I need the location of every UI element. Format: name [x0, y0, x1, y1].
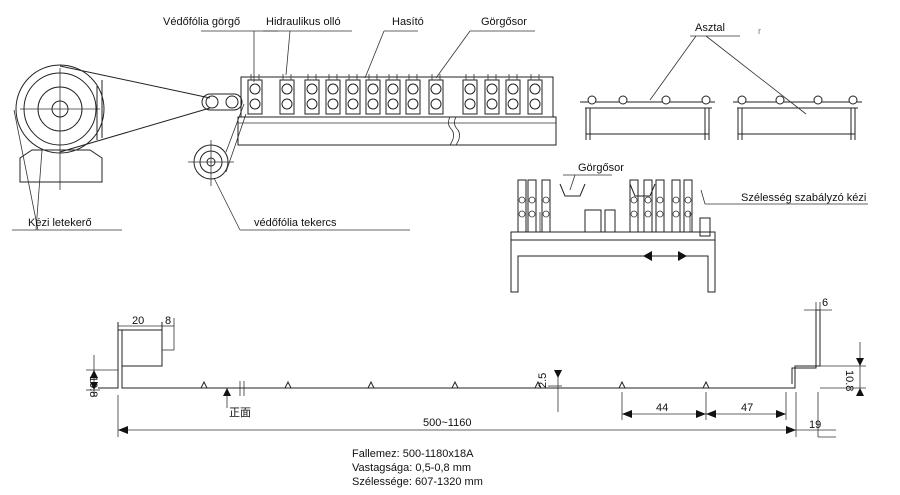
label-kezi-letekero: Kézi letekerő	[28, 217, 92, 229]
dim-20: 20	[132, 315, 144, 327]
label-vedofolia-tekercs: védőfólia tekercs	[254, 217, 337, 229]
dim-44: 44	[656, 402, 668, 414]
spec-szelesseg: Szélessége: 607-1320 mm	[352, 476, 483, 488]
table-right	[733, 95, 862, 140]
profile-rib	[534, 380, 542, 389]
dim-10-8-left: 10.8	[87, 376, 99, 397]
roller-stand	[325, 74, 341, 115]
dim-8-top: 8	[165, 315, 171, 327]
spec-vastagsag: Vastagsága: 0,5-0,8 mm	[352, 462, 471, 474]
label-szelesseg-szabalyzo: Szélesség szabályzó kézi	[741, 192, 866, 204]
profile-rib	[200, 380, 208, 389]
strip-line	[59, 65, 211, 153]
side-view-machine	[510, 183, 716, 293]
label-asztal: Asztal	[695, 22, 725, 34]
specifications: Fallemez: 500-1180x18A Vastagsága: 0,5-0…	[352, 448, 483, 488]
profile-rib	[702, 380, 710, 389]
leader-lines	[12, 30, 868, 231]
dim-2-5: 2.5	[537, 373, 549, 388]
dim-19: 19	[809, 419, 821, 431]
label-hasito: Hasító	[392, 16, 424, 28]
roller-stand	[527, 74, 543, 115]
panel-profile	[98, 309, 821, 389]
profile-rib	[618, 380, 626, 389]
side-roller-stand	[671, 179, 681, 233]
roller-stand	[365, 74, 381, 115]
roller-stand	[484, 74, 500, 115]
dim-6: 6	[822, 297, 828, 309]
protective-film-roll	[188, 103, 247, 186]
label-gorgosor-side: Görgősor	[578, 162, 624, 174]
side-roller-stand	[517, 179, 527, 233]
dimension-labels: 20 8 10.8 正面 2.5 500~1160 44 47 6 10.8 1…	[87, 297, 855, 431]
roller-stand	[505, 74, 521, 115]
side-roller-stand	[527, 179, 537, 233]
manual-decoiler	[15, 64, 105, 190]
roller-stand	[304, 74, 320, 115]
side-roller-stand	[683, 179, 693, 233]
side-roller-stand	[643, 179, 653, 233]
profile-rib	[451, 380, 459, 389]
spec-fallemez: Fallemez: 500-1180x18A	[352, 448, 474, 460]
dim-500-1160: 500~1160	[423, 417, 471, 429]
profile-rib	[284, 380, 292, 389]
side-roller-stand	[629, 179, 639, 233]
dim-10-8-right: 10.8	[843, 370, 855, 391]
profile-ribs	[200, 380, 710, 389]
roller-stand	[462, 74, 478, 115]
dim-47: 47	[741, 402, 753, 414]
dimensions	[86, 302, 866, 438]
label-vedofolia-gorgo: Védőfólia görgő	[163, 16, 240, 28]
stray-mark: r	[758, 26, 761, 36]
roller-stand	[385, 74, 401, 115]
label-hidraulikus-ollo: Hidraulikus olló	[266, 16, 341, 28]
roller-stand	[247, 74, 263, 115]
labels: Védőfólia görgő Hidraulikus olló Hasító …	[28, 16, 866, 229]
width-adjust-arrow	[643, 251, 687, 261]
guide-rollers	[201, 93, 243, 111]
table-left	[580, 95, 715, 140]
roller-stand	[428, 74, 444, 115]
front-mark: 正面	[229, 407, 251, 419]
profile-rib	[367, 380, 375, 389]
roller-stands	[247, 74, 543, 115]
roller-stand	[405, 74, 421, 115]
roller-stand	[345, 74, 361, 115]
side-roller-stand	[655, 179, 665, 233]
side-view-roller-stands	[517, 179, 693, 233]
side-roller-stand	[541, 179, 551, 233]
roller-stand	[279, 74, 295, 115]
label-gorgosor-top: Görgősor	[481, 16, 527, 28]
